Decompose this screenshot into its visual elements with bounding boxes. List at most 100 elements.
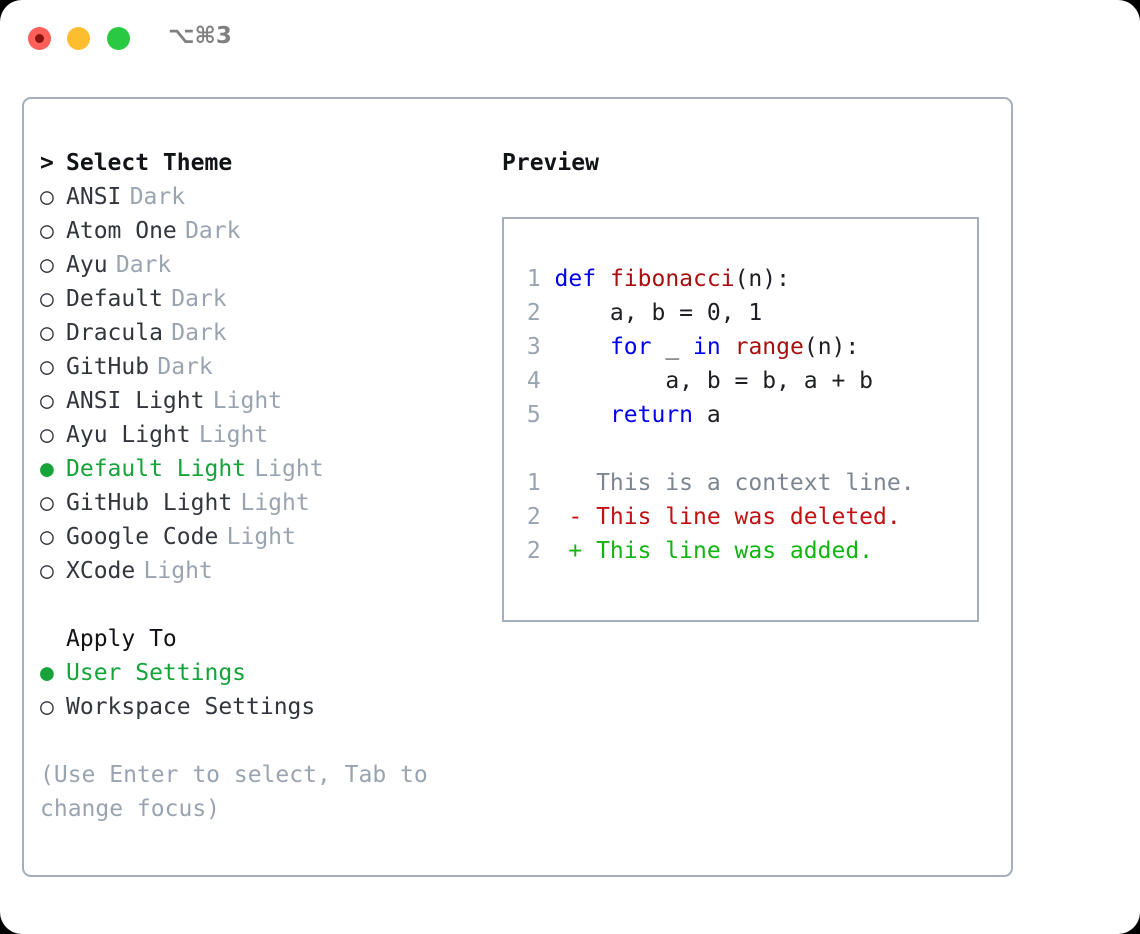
radio-unselected-icon: ○ <box>40 218 54 244</box>
close-button[interactable] <box>28 27 51 50</box>
theme-name-label: ANSI Light <box>66 388 205 414</box>
theme-list-item[interactable]: ○ XCode Light <box>40 554 480 588</box>
theme-list-item[interactable]: ○ Default Dark <box>40 282 480 316</box>
line-number: 2 <box>526 538 541 564</box>
code-token: in <box>693 334 721 360</box>
line-number: 1 <box>526 266 541 292</box>
select-theme-header: > Select Theme <box>40 146 480 180</box>
code-token: for <box>609 334 652 360</box>
theme-name-label: GitHub <box>66 354 150 380</box>
line-number: 5 <box>526 402 541 428</box>
radio-unselected-icon: ○ <box>40 286 54 312</box>
line-number: 2 <box>526 504 541 530</box>
code-token: a, b = 0, 1 <box>554 300 763 326</box>
keyboard-hint-text: (Use Enter to select, Tab to change focu… <box>40 762 428 822</box>
code-token <box>555 402 610 428</box>
apply-to-item[interactable]: ●User Settings <box>40 656 480 690</box>
apply-to-item[interactable]: ○ Workspace Settings <box>40 690 480 724</box>
diff-line-text: + This line was added. <box>540 538 874 564</box>
code-blank-line <box>513 432 915 466</box>
diff-line-text: This is a context line. <box>540 470 915 496</box>
theme-variant-label: Dark <box>129 184 186 210</box>
radio-unselected-icon: ○ <box>40 184 54 210</box>
zoom-button[interactable] <box>107 27 130 50</box>
apply-to-label: Workspace Settings <box>66 694 316 720</box>
code-token: fibonacci <box>609 266 735 292</box>
theme-variant-label: Light <box>240 490 310 516</box>
select-theme-header-label: Select Theme <box>66 150 233 176</box>
theme-name-label: ANSI <box>66 184 122 210</box>
code-line: 2 a, b = 0, 1 <box>513 296 915 330</box>
diff-line: 2 + This line was added. <box>513 534 915 568</box>
diff-line-text: - This line was deleted. <box>540 504 901 530</box>
radio-unselected-icon: ○ <box>40 558 54 584</box>
theme-name-label: Ayu <box>66 252 108 278</box>
theme-variant-label: Dark <box>115 252 172 278</box>
theme-variant-label: Light <box>254 456 324 482</box>
line-number: 3 <box>526 334 541 360</box>
theme-name-label: XCode <box>66 558 136 584</box>
apply-to-list: ●User Settings ○ Workspace Settings <box>40 656 480 724</box>
theme-name-label: Ayu Light <box>66 422 191 448</box>
theme-list-item[interactable]: ○ Dracula Dark <box>40 316 480 350</box>
theme-name-label: Dracula <box>66 320 163 346</box>
code-token: a, b = b, a + b <box>554 368 874 394</box>
line-number: 1 <box>526 470 541 496</box>
code-token: (n): <box>734 266 790 292</box>
code-token: range <box>734 334 804 360</box>
theme-variant-label: Dark <box>171 286 227 312</box>
keyboard-shortcut-label: ⌥⌘3 <box>168 23 232 49</box>
code-token <box>721 334 735 360</box>
theme-list-item[interactable]: ○ GitHub Light Light <box>40 486 480 520</box>
theme-variant-label: Dark <box>157 354 213 380</box>
code-token: return <box>609 402 694 428</box>
code-token: (n): <box>803 334 860 360</box>
diff-line: 1 This is a context line. <box>513 466 915 500</box>
theme-list-item[interactable]: ○ Ayu Light Light <box>40 418 480 452</box>
theme-name-label: Default Light <box>66 456 247 482</box>
theme-name-label: Google Code <box>66 524 219 550</box>
theme-variant-label: Dark <box>185 218 241 244</box>
preview-column: Preview 1 def fibonacci(n):2 a, b = 0, 1… <box>502 146 1002 622</box>
radio-unselected-icon: ○ <box>40 320 54 346</box>
code-token: _ <box>651 334 694 360</box>
radio-unselected-icon: ○ <box>40 694 54 720</box>
prompt-caret-icon: > <box>40 150 54 176</box>
theme-variant-label: Light <box>143 558 213 584</box>
theme-variant-label: Light <box>198 422 269 448</box>
preview-title: Preview <box>502 150 599 176</box>
theme-variant-label: Light <box>226 524 296 550</box>
theme-variant-label: Light <box>212 388 283 414</box>
theme-list-item[interactable]: ○ Google Code Light <box>40 520 480 554</box>
line-number: 4 <box>526 368 541 394</box>
theme-list-item[interactable]: ○ Ayu Dark <box>40 248 480 282</box>
radio-unselected-icon: ○ <box>40 490 54 516</box>
radio-selected-icon: ● <box>40 456 54 482</box>
title-bar: ⌥⌘3 <box>0 0 1140 78</box>
code-line: 4 a, b = b, a + b <box>513 364 915 398</box>
theme-name-label: GitHub Light <box>66 490 233 516</box>
minimize-button[interactable] <box>67 27 90 50</box>
theme-name-label: Default <box>66 286 163 312</box>
list-spacer <box>40 588 480 622</box>
theme-list-item[interactable]: ● Default Light Light <box>40 452 480 486</box>
code-token <box>555 334 610 360</box>
radio-unselected-icon: ○ <box>40 252 54 278</box>
code-token: def <box>554 266 610 292</box>
code-line: 3 for _ in range(n): <box>513 330 915 364</box>
theme-variant-label: Dark <box>171 320 227 346</box>
apply-to-header: Apply To <box>66 626 177 652</box>
line-number: 2 <box>526 300 541 326</box>
radio-unselected-icon: ○ <box>40 524 54 550</box>
radio-unselected-icon: ○ <box>40 422 54 448</box>
code-line: 5 return a <box>513 398 915 432</box>
theme-list-item[interactable]: ○ ANSI Dark <box>40 180 480 214</box>
apply-to-label: User Settings <box>66 660 247 686</box>
